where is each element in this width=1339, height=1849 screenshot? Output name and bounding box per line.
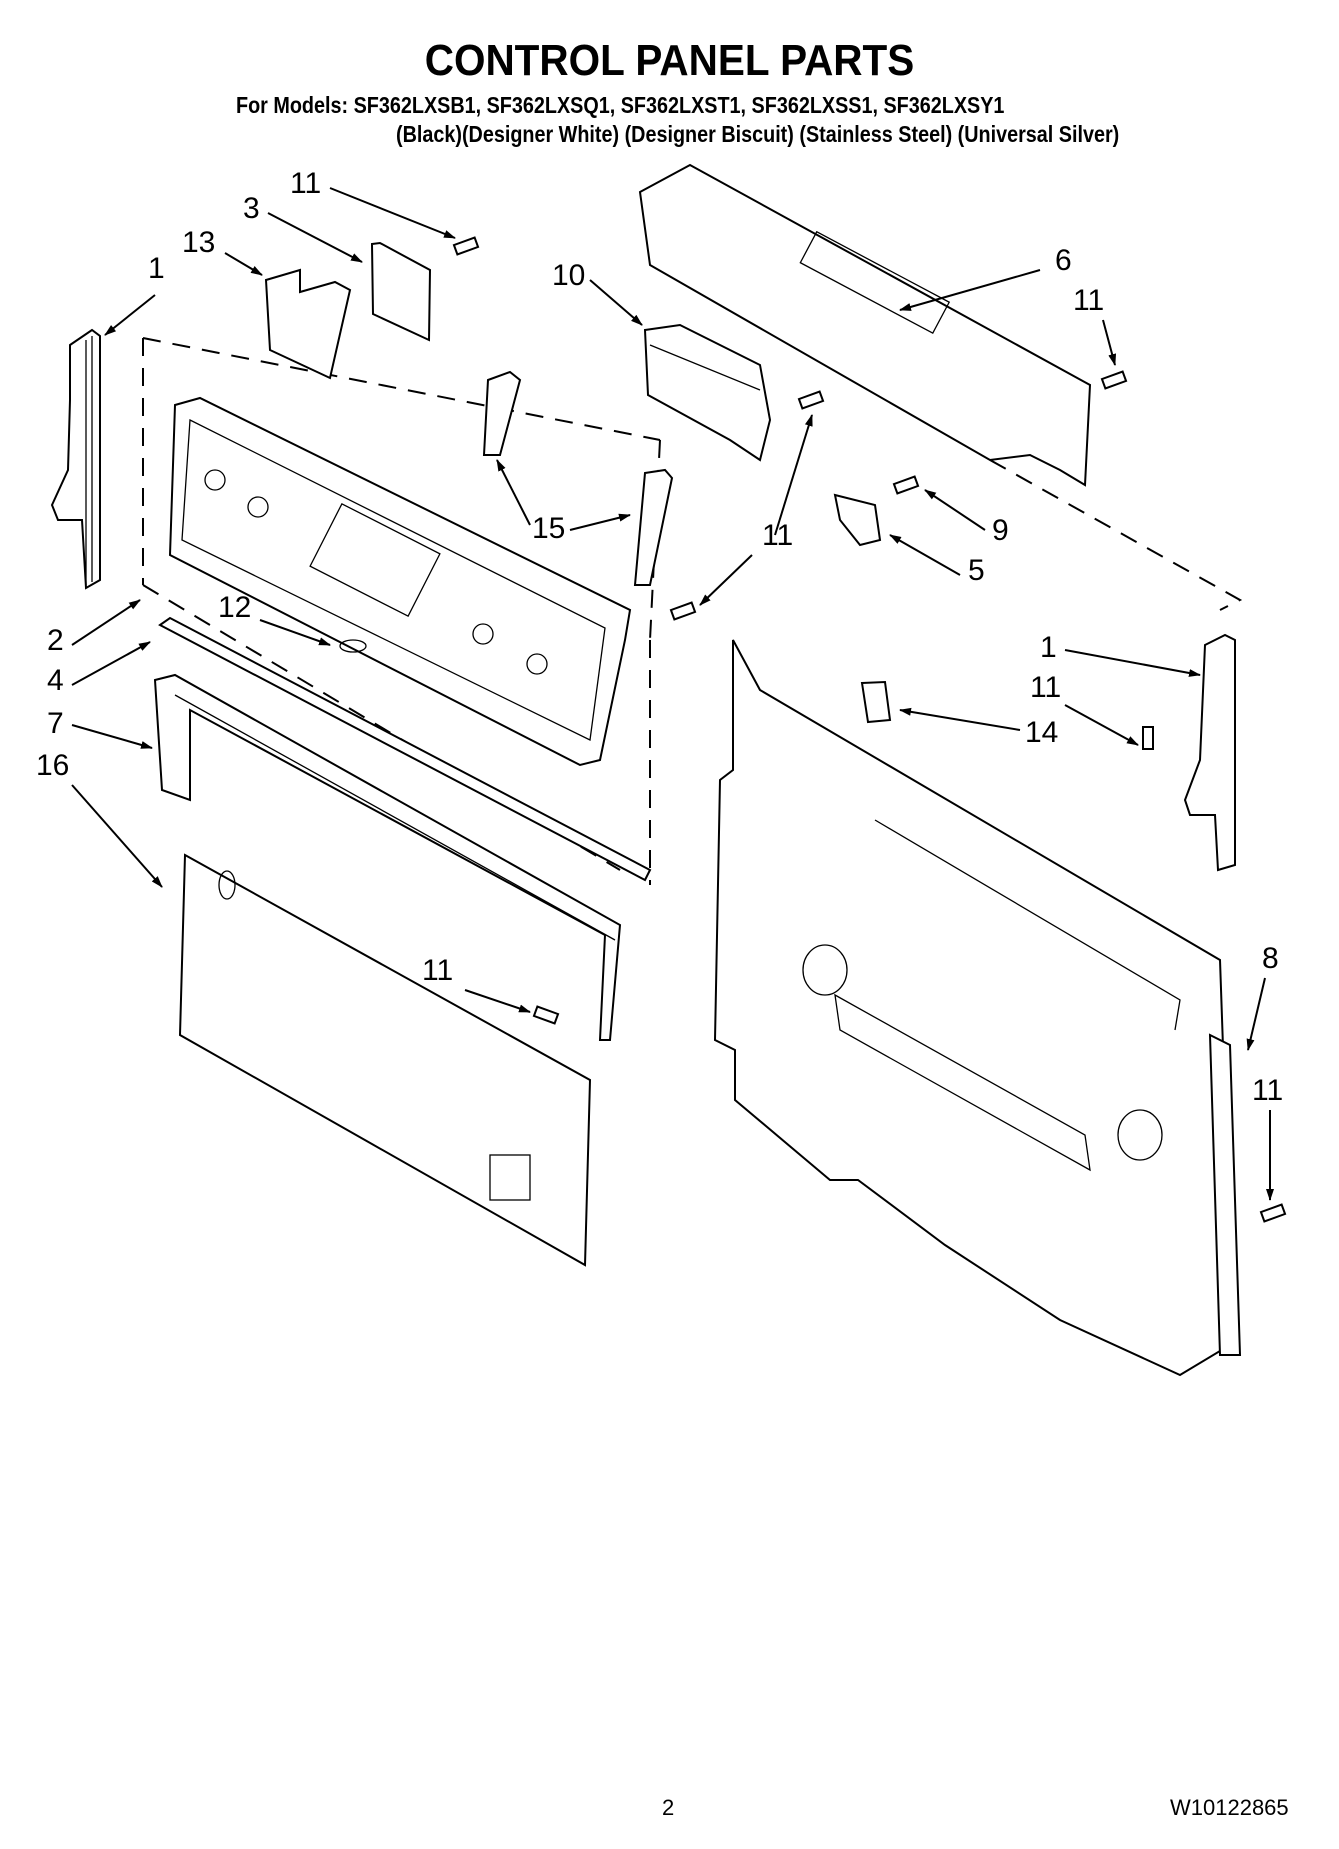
callout-11: 11 xyxy=(1252,1074,1283,1107)
callout-11: 11 xyxy=(1030,671,1061,704)
part-7-bracket-channel xyxy=(153,673,622,1041)
callout-5: 5 xyxy=(968,554,985,587)
callout-11: 11 xyxy=(1073,284,1104,317)
part-4-trim-strip xyxy=(158,616,652,882)
part-8-rear-shield xyxy=(713,639,1232,1377)
callout-1: 1 xyxy=(148,252,165,285)
part-8-side-bracket xyxy=(1208,1033,1242,1356)
part-11-screw-right-bracket xyxy=(1142,726,1154,750)
part-13-bracket xyxy=(264,268,352,380)
callout-2: 2 xyxy=(47,624,64,657)
part-9-screw xyxy=(892,475,920,495)
page-number: 2 xyxy=(662,1795,675,1820)
callout-16: 16 xyxy=(36,749,69,782)
part-11-screw xyxy=(452,236,480,256)
callout-13: 13 xyxy=(182,226,215,259)
callout-11: 11 xyxy=(422,954,453,987)
part-6-rear-bracket xyxy=(638,163,1092,487)
part-1-left-end-bracket xyxy=(50,328,101,590)
leader-arrows xyxy=(71,187,1274,1201)
callout-7: 7 xyxy=(47,707,64,740)
callout-1: 1 xyxy=(1040,631,1057,664)
callout-labels: 11 3 13 1 10 6 11 15 11 9 5 2 12 4 1 11 … xyxy=(36,167,1283,1107)
part-11-screw-clock xyxy=(797,390,825,410)
callout-3: 3 xyxy=(243,192,260,225)
part-11-screw-panel xyxy=(669,601,697,621)
part-5-clip xyxy=(833,493,882,547)
callout-9: 9 xyxy=(992,514,1009,547)
callout-11: 11 xyxy=(762,519,793,552)
callout-11: 11 xyxy=(290,167,321,200)
part-11-screw-lower xyxy=(532,1005,560,1025)
part-1-right-end-bracket xyxy=(1183,633,1236,872)
callout-4: 4 xyxy=(47,664,64,697)
part-14-clip xyxy=(860,680,892,724)
part-15-clip-1 xyxy=(482,370,522,456)
part-3-control-board xyxy=(370,241,432,342)
colors-line: (Black)(Designer White) (Designer Biscui… xyxy=(396,121,1120,147)
callout-15: 15 xyxy=(532,512,565,545)
part-16-lower-shield xyxy=(178,853,592,1267)
part-11-screw-right xyxy=(1100,370,1128,390)
callout-14: 14 xyxy=(1025,716,1058,749)
callout-6: 6 xyxy=(1055,244,1072,277)
page-title: CONTROL PANEL PARTS xyxy=(424,36,915,85)
document-number: W10122865 xyxy=(1170,1795,1289,1820)
part-11-screw-bottom-right xyxy=(1259,1203,1287,1223)
callout-10: 10 xyxy=(552,259,585,292)
callout-8: 8 xyxy=(1262,942,1279,975)
models-line: For Models: SF362LXSB1, SF362LXSQ1, SF36… xyxy=(236,92,1005,118)
part-2-control-panel-console xyxy=(168,396,632,767)
part-10-electronic-clock xyxy=(643,323,772,462)
part-15-clip-2 xyxy=(633,468,674,586)
callout-12: 12 xyxy=(218,591,251,624)
